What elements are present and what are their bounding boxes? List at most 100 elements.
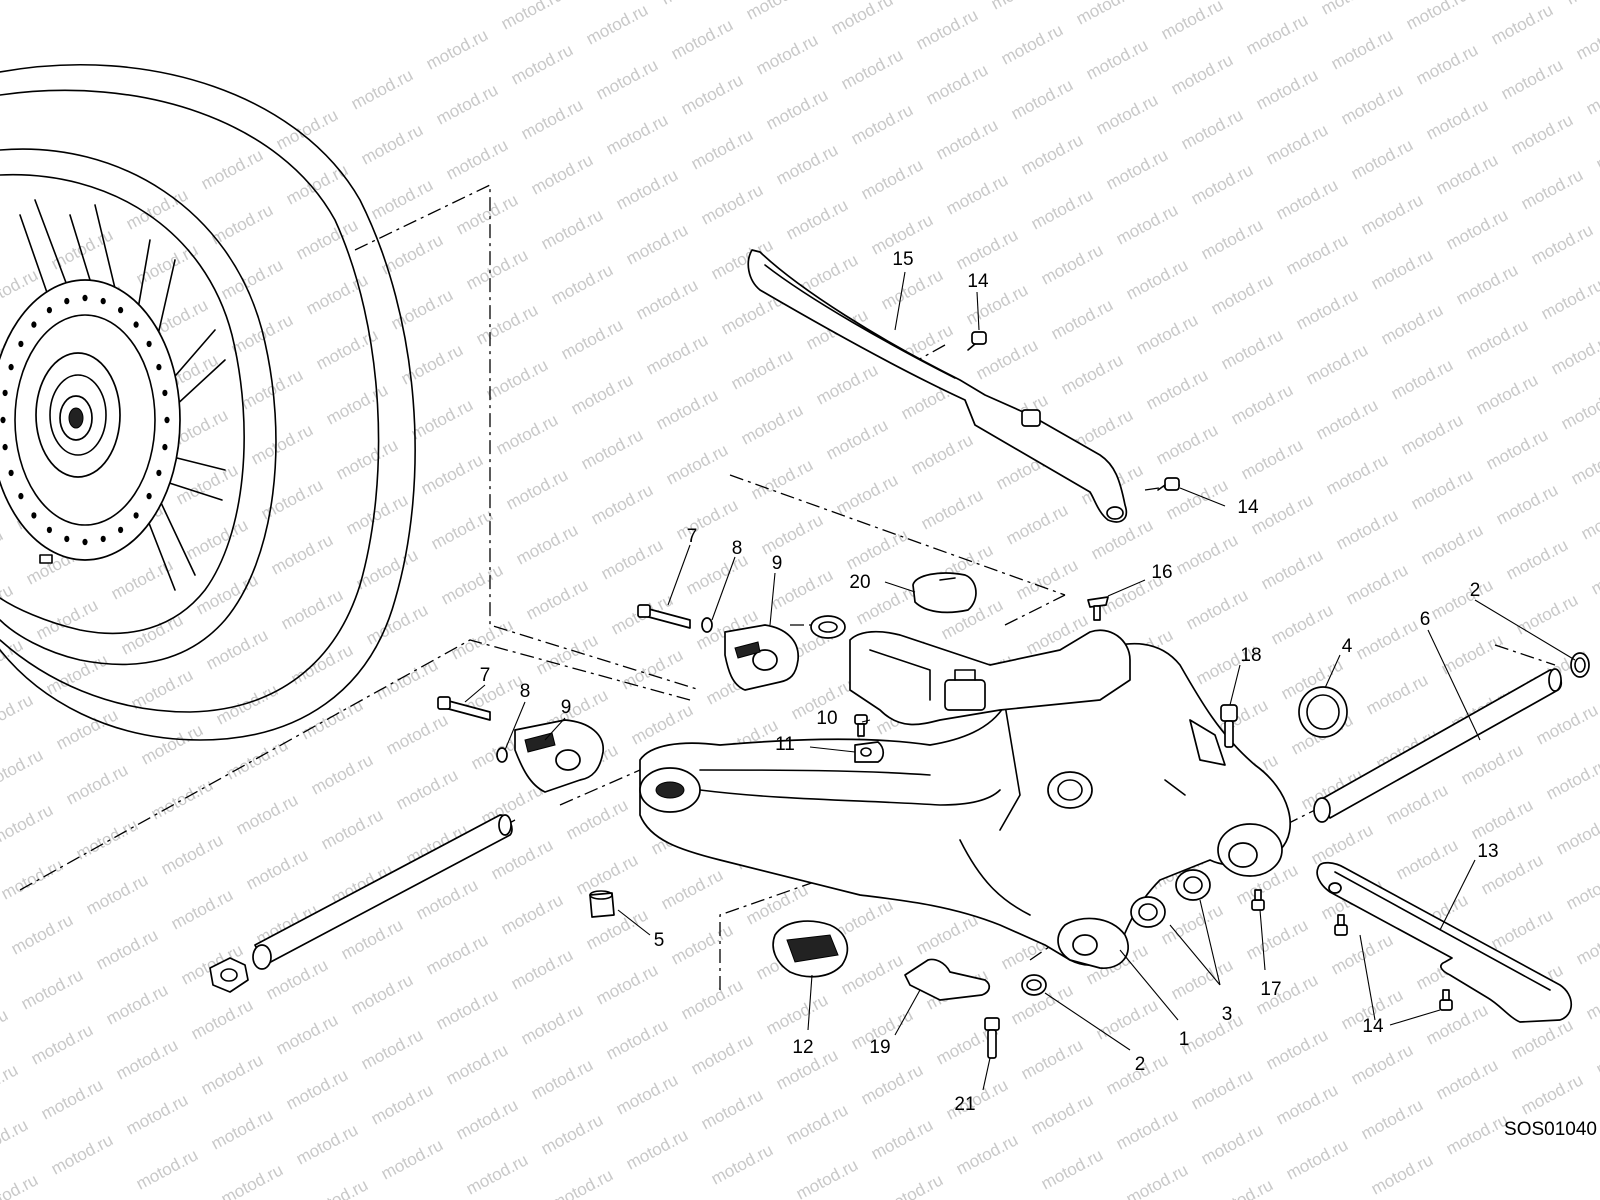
watermark-text: motod.ru bbox=[1563, 0, 1600, 9]
watermark-text: motod.ru bbox=[563, 795, 631, 843]
watermark-text: motod.ru bbox=[1333, 505, 1401, 553]
watermark-text: motod.ru bbox=[858, 155, 926, 203]
watermark-text: motod.ru bbox=[748, 455, 816, 503]
watermark-text: motod.ru bbox=[433, 985, 501, 1033]
disc-hole bbox=[0, 416, 6, 424]
watermark-text: motod.ru bbox=[1133, 310, 1201, 358]
watermark-text: motod.ru bbox=[1488, 905, 1556, 953]
watermark-text: motod.ru bbox=[1528, 220, 1596, 268]
watermark-text: motod.ru bbox=[158, 830, 226, 878]
watermark-text: motod.ru bbox=[538, 205, 606, 253]
watermark-text: motod.ru bbox=[498, 890, 566, 938]
watermark-text: motod.ru bbox=[578, 425, 646, 473]
watermark-text: motod.ru bbox=[698, 180, 766, 228]
watermark-text: motod.ru bbox=[1438, 630, 1506, 678]
chain-guard-upper bbox=[747, 249, 1128, 523]
watermark-text: motod.ru bbox=[1188, 160, 1256, 208]
watermark-text: motod.ru bbox=[128, 665, 196, 713]
watermark-text: motod.ru bbox=[1253, 65, 1321, 113]
disc-hole bbox=[156, 363, 162, 371]
callout-17: 17 bbox=[1260, 979, 1281, 1000]
watermark-text: motod.ru bbox=[1353, 615, 1421, 663]
watermark-text: motod.ru bbox=[223, 735, 291, 783]
watermark-text: motod.ru bbox=[633, 275, 701, 323]
watermark-text: motod.ru bbox=[308, 750, 376, 798]
watermark-text: motod.ru bbox=[823, 415, 891, 463]
watermark-text: motod.ru bbox=[1358, 1095, 1426, 1143]
watermark-text: motod.ru bbox=[673, 495, 741, 543]
watermark-text: motod.ru bbox=[618, 645, 686, 693]
watermark-text: motod.ru bbox=[218, 1160, 286, 1200]
watermark-text: motod.ru bbox=[848, 100, 916, 148]
watermark-text: motod.ru bbox=[1178, 105, 1246, 153]
watermark-text: motod.ru bbox=[238, 365, 306, 413]
watermark-text: motod.ru bbox=[1243, 10, 1311, 58]
callout-labels: 15 14 14 7 8 9 20 16 2 6 4 18 10 11 7 8 … bbox=[480, 249, 1597, 1140]
watermark-text: motod.ru bbox=[298, 695, 366, 743]
watermark-text: motod.ru bbox=[1588, 550, 1600, 598]
watermark-text: motod.ru bbox=[493, 410, 561, 458]
disc-hole bbox=[133, 512, 139, 519]
watermark-text: motod.ru bbox=[333, 435, 401, 483]
watermark-text: motod.ru bbox=[838, 950, 906, 998]
part-12-slider bbox=[772, 920, 849, 978]
watermark-text: motod.ru bbox=[1038, 240, 1106, 288]
part-21-bolt bbox=[984, 1017, 1000, 1059]
callout-13: 13 bbox=[1477, 841, 1498, 862]
part-3-washers bbox=[1130, 869, 1211, 928]
callout-20: 20 bbox=[849, 572, 870, 593]
watermark-text: motod.ru bbox=[783, 195, 851, 243]
watermark-text: motod.ru bbox=[1058, 350, 1126, 398]
watermark-text: motod.ru bbox=[1363, 670, 1431, 718]
watermark-text: motod.ru bbox=[1303, 340, 1371, 388]
watermark-text: motod.ru bbox=[348, 65, 416, 113]
watermark-text: motod.ru bbox=[0, 800, 56, 848]
disc-hole bbox=[2, 443, 8, 451]
watermark-text: motod.ru bbox=[28, 1020, 96, 1068]
watermark-text: motod.ru bbox=[183, 515, 251, 563]
disc-hole bbox=[46, 526, 53, 534]
watermark-text: motod.ru bbox=[548, 1165, 616, 1200]
watermark-text: motod.ru bbox=[1198, 1120, 1266, 1168]
watermark-text: motod.ru bbox=[1228, 380, 1296, 428]
watermark-text: motod.ru bbox=[1573, 15, 1600, 63]
callout-14: 14 bbox=[967, 271, 989, 292]
disc-hole bbox=[46, 306, 53, 314]
watermark-text: motod.ru bbox=[368, 1080, 436, 1128]
watermark-text: motod.ru bbox=[1038, 1145, 1106, 1193]
watermark-text: motod.ru bbox=[443, 1040, 511, 1088]
watermark-text: motod.ru bbox=[318, 805, 386, 853]
watermark-text: motod.ru bbox=[1263, 1025, 1331, 1073]
watermark-text: motod.ru bbox=[463, 1150, 531, 1198]
disc-hole bbox=[18, 340, 24, 348]
callout-8: 8 bbox=[520, 681, 531, 702]
watermark-text: motod.ru bbox=[858, 1060, 926, 1108]
watermark-text: motod.ru bbox=[198, 145, 266, 193]
watermark-text: motod.ru bbox=[508, 945, 576, 993]
watermark-text: motod.ru bbox=[73, 815, 141, 863]
watermark-text: motod.ru bbox=[583, 0, 651, 48]
watermark-text: motod.ru bbox=[1583, 70, 1600, 118]
drawing-code: SOS01040 bbox=[1504, 1119, 1597, 1140]
watermark-text: motod.ru bbox=[1398, 410, 1466, 458]
callout-21: 21 bbox=[954, 1094, 975, 1115]
watermark-text: motod.ru bbox=[103, 980, 171, 1028]
watermark-text: motod.ru bbox=[603, 110, 671, 158]
watermark-text: motod.ru bbox=[303, 1175, 371, 1200]
disc-hole bbox=[164, 416, 170, 424]
watermark-text: motod.ru bbox=[378, 1135, 446, 1183]
watermark-text: motod.ru bbox=[913, 5, 981, 53]
disc-hole bbox=[31, 321, 37, 328]
watermark-text: motod.ru bbox=[1378, 300, 1446, 348]
callout-14: 14 bbox=[1362, 1016, 1384, 1037]
watermark-text: motod.ru bbox=[398, 340, 466, 388]
watermark-text: motod.ru bbox=[728, 345, 796, 393]
watermark-text: motod.ru bbox=[413, 875, 481, 923]
disc-hole bbox=[162, 389, 168, 397]
watermark-text: motod.ru bbox=[1048, 295, 1116, 343]
watermark-text: motod.ru bbox=[1093, 995, 1161, 1043]
watermark-text: motod.ru bbox=[1313, 395, 1381, 443]
disc-hole bbox=[118, 526, 124, 534]
watermark-text: motod.ru bbox=[1273, 1080, 1341, 1128]
watermark-text: motod.ru bbox=[1328, 25, 1396, 73]
